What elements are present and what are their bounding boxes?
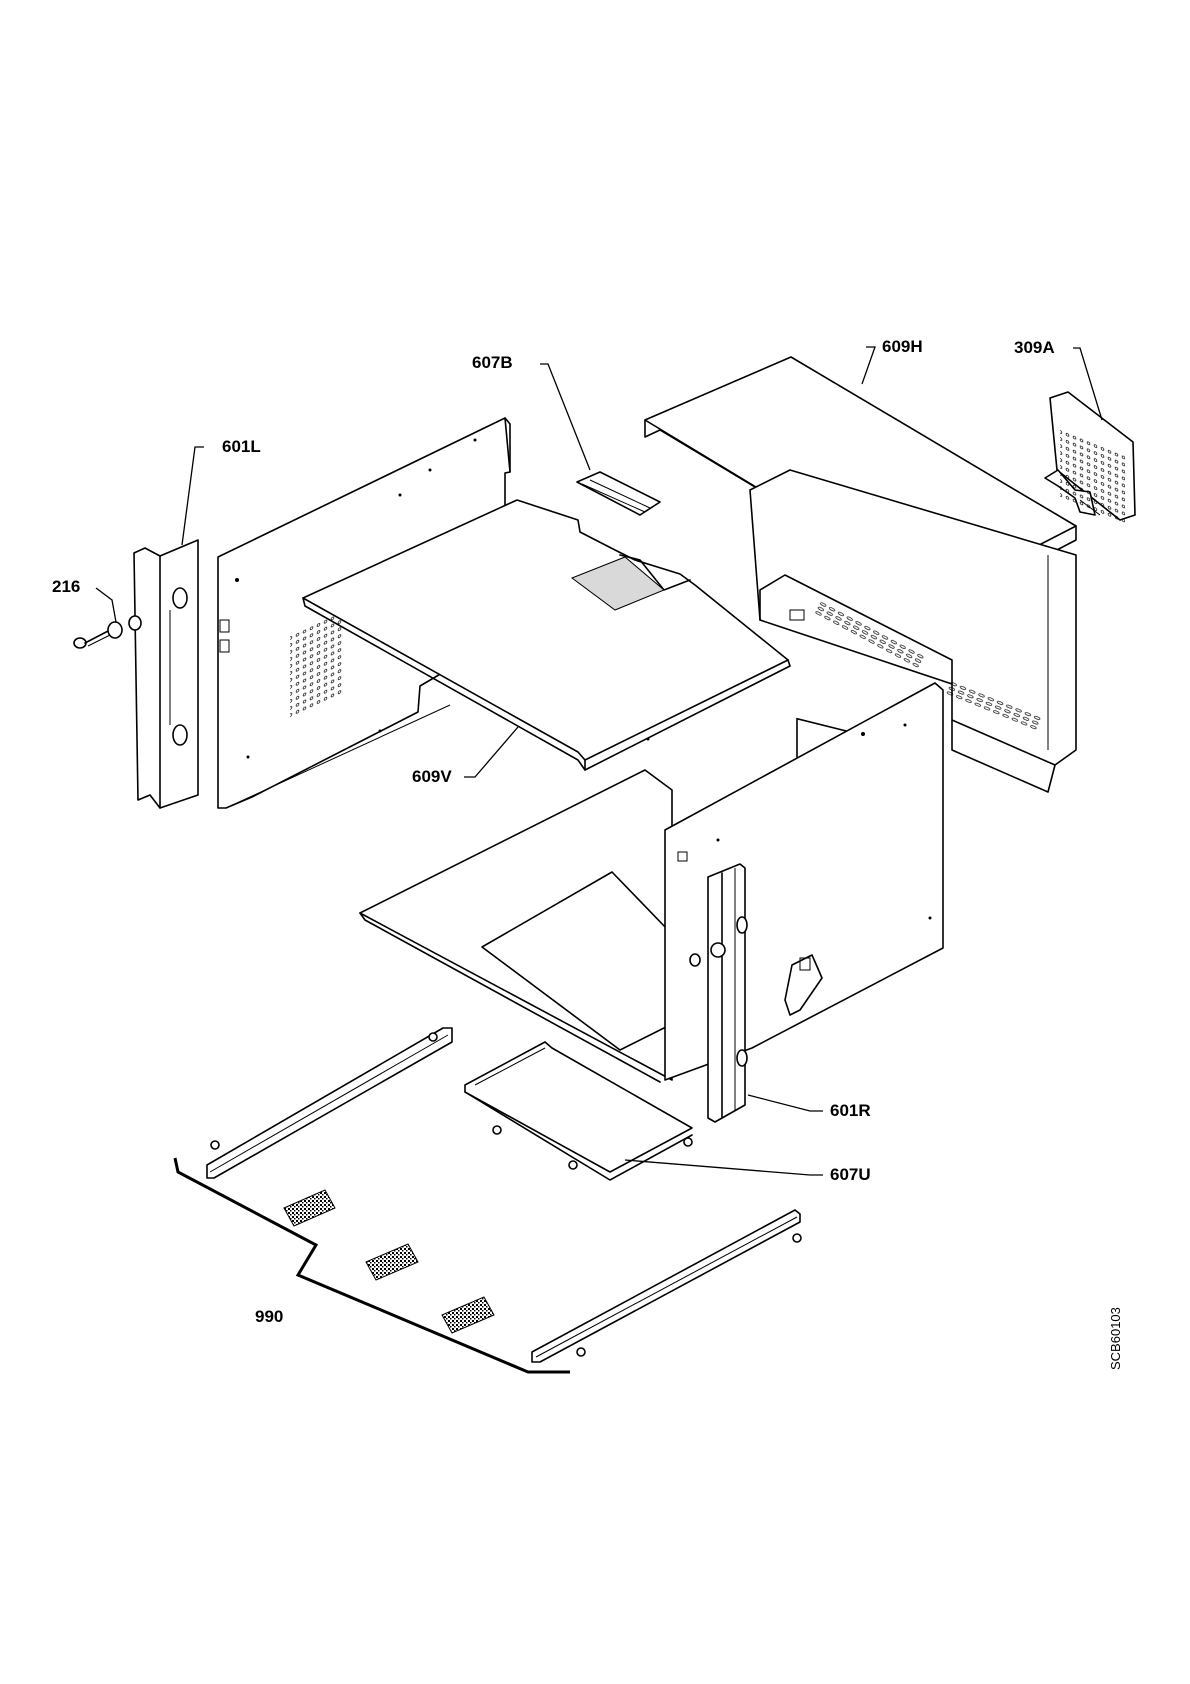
leader-601L <box>181 446 204 546</box>
bottom-base-panel <box>359 769 673 1083</box>
label-group-bracket <box>173 1157 570 1374</box>
leader-309A <box>1073 347 1103 421</box>
rating-label-1 <box>283 1189 336 1227</box>
part-label-607U: 607U <box>830 1165 871 1184</box>
drawing-id: SCB60103 <box>1108 1307 1123 1370</box>
leader-216 <box>95 587 117 623</box>
part-label-216: 216 <box>52 577 80 596</box>
rating-label-3 <box>441 1296 495 1334</box>
grill-perforations <box>1060 428 1125 525</box>
left-rail <box>133 539 199 809</box>
leader-601R <box>747 1094 823 1112</box>
leader-607U <box>624 1159 823 1176</box>
leader-609V <box>464 726 519 778</box>
part-label-309A: 309A <box>1014 338 1055 357</box>
top-insulation-strip <box>576 471 661 516</box>
left-panel-vent-grid <box>290 610 342 720</box>
part-label-607B: 607B <box>472 353 513 372</box>
right-bottom-rail <box>531 1209 802 1363</box>
part-label-609V: 609V <box>412 767 452 786</box>
rating-labels <box>283 1189 495 1334</box>
left-bottom-rail <box>206 1027 453 1179</box>
top-shelf-panel <box>302 499 791 771</box>
leader-609H <box>861 346 876 385</box>
leader-607B <box>540 363 591 471</box>
right-panel-latch <box>784 954 823 1016</box>
rear-grill-plate <box>1044 391 1136 525</box>
bottom-plate <box>464 1041 693 1181</box>
right-rail <box>689 863 748 1123</box>
part-label-609H: 609H <box>882 337 923 356</box>
rating-label-2 <box>365 1243 419 1281</box>
part-label-601R: 601R <box>830 1101 871 1120</box>
part-label-601L: 601L <box>222 437 261 456</box>
screw-washer-set <box>73 615 142 649</box>
part-label-990: 990 <box>255 1307 283 1326</box>
